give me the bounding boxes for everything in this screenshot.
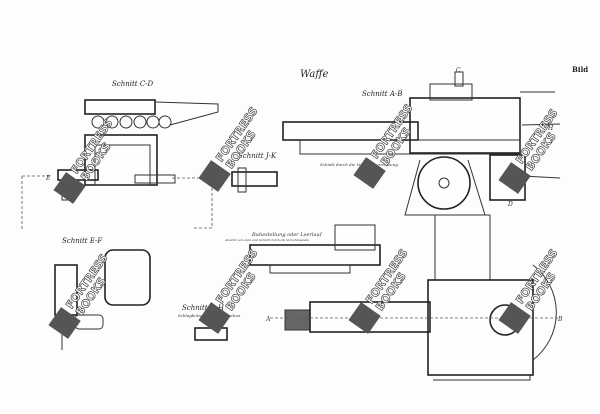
section-a-b-label: Schnitt A-B (362, 90, 402, 98)
drawing-title: Waffe (300, 69, 328, 80)
section-a-b: Schnitt A-B Schnitt durch die Vorregelvo… (282, 67, 561, 216)
marker-e: E (45, 175, 51, 182)
marker-c: C (456, 67, 461, 74)
marker-b: B (557, 316, 563, 323)
marker-a: A (265, 316, 271, 323)
ruhestellung-sublabel: Ansicht von oben und Schnitt durch die V… (224, 238, 309, 242)
marker-h: H (547, 125, 554, 132)
section-g-h-label: Schnitt G-H (182, 304, 225, 312)
section-ruhestellung: Ruhestellung oder Leerlauf Ansicht von o… (224, 224, 381, 274)
marker-d: D (507, 201, 513, 208)
section-c-d-label: Schnitt C-D (112, 80, 154, 88)
section-j-k: Schnitt J-K (231, 152, 278, 193)
figure-label: Bild (572, 65, 588, 74)
section-c-d: Schnitt C-D E (21, 80, 219, 230)
ruhestellung-label: Ruhestellung oder Leerlauf (251, 232, 323, 238)
section-j-k-label: Schnitt J-K (238, 152, 277, 160)
section-vorreg-label: Schnitt durch die Vorregelvorrichtung (320, 162, 398, 167)
section-e-f-label: Schnitt E-F (62, 237, 103, 245)
plan-view: A B (265, 214, 563, 381)
